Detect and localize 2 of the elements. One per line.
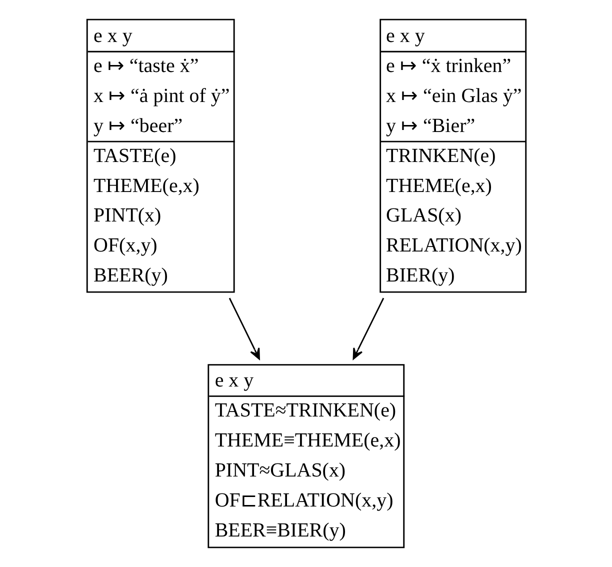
arrow [352,298,384,360]
arrow [228,298,260,360]
